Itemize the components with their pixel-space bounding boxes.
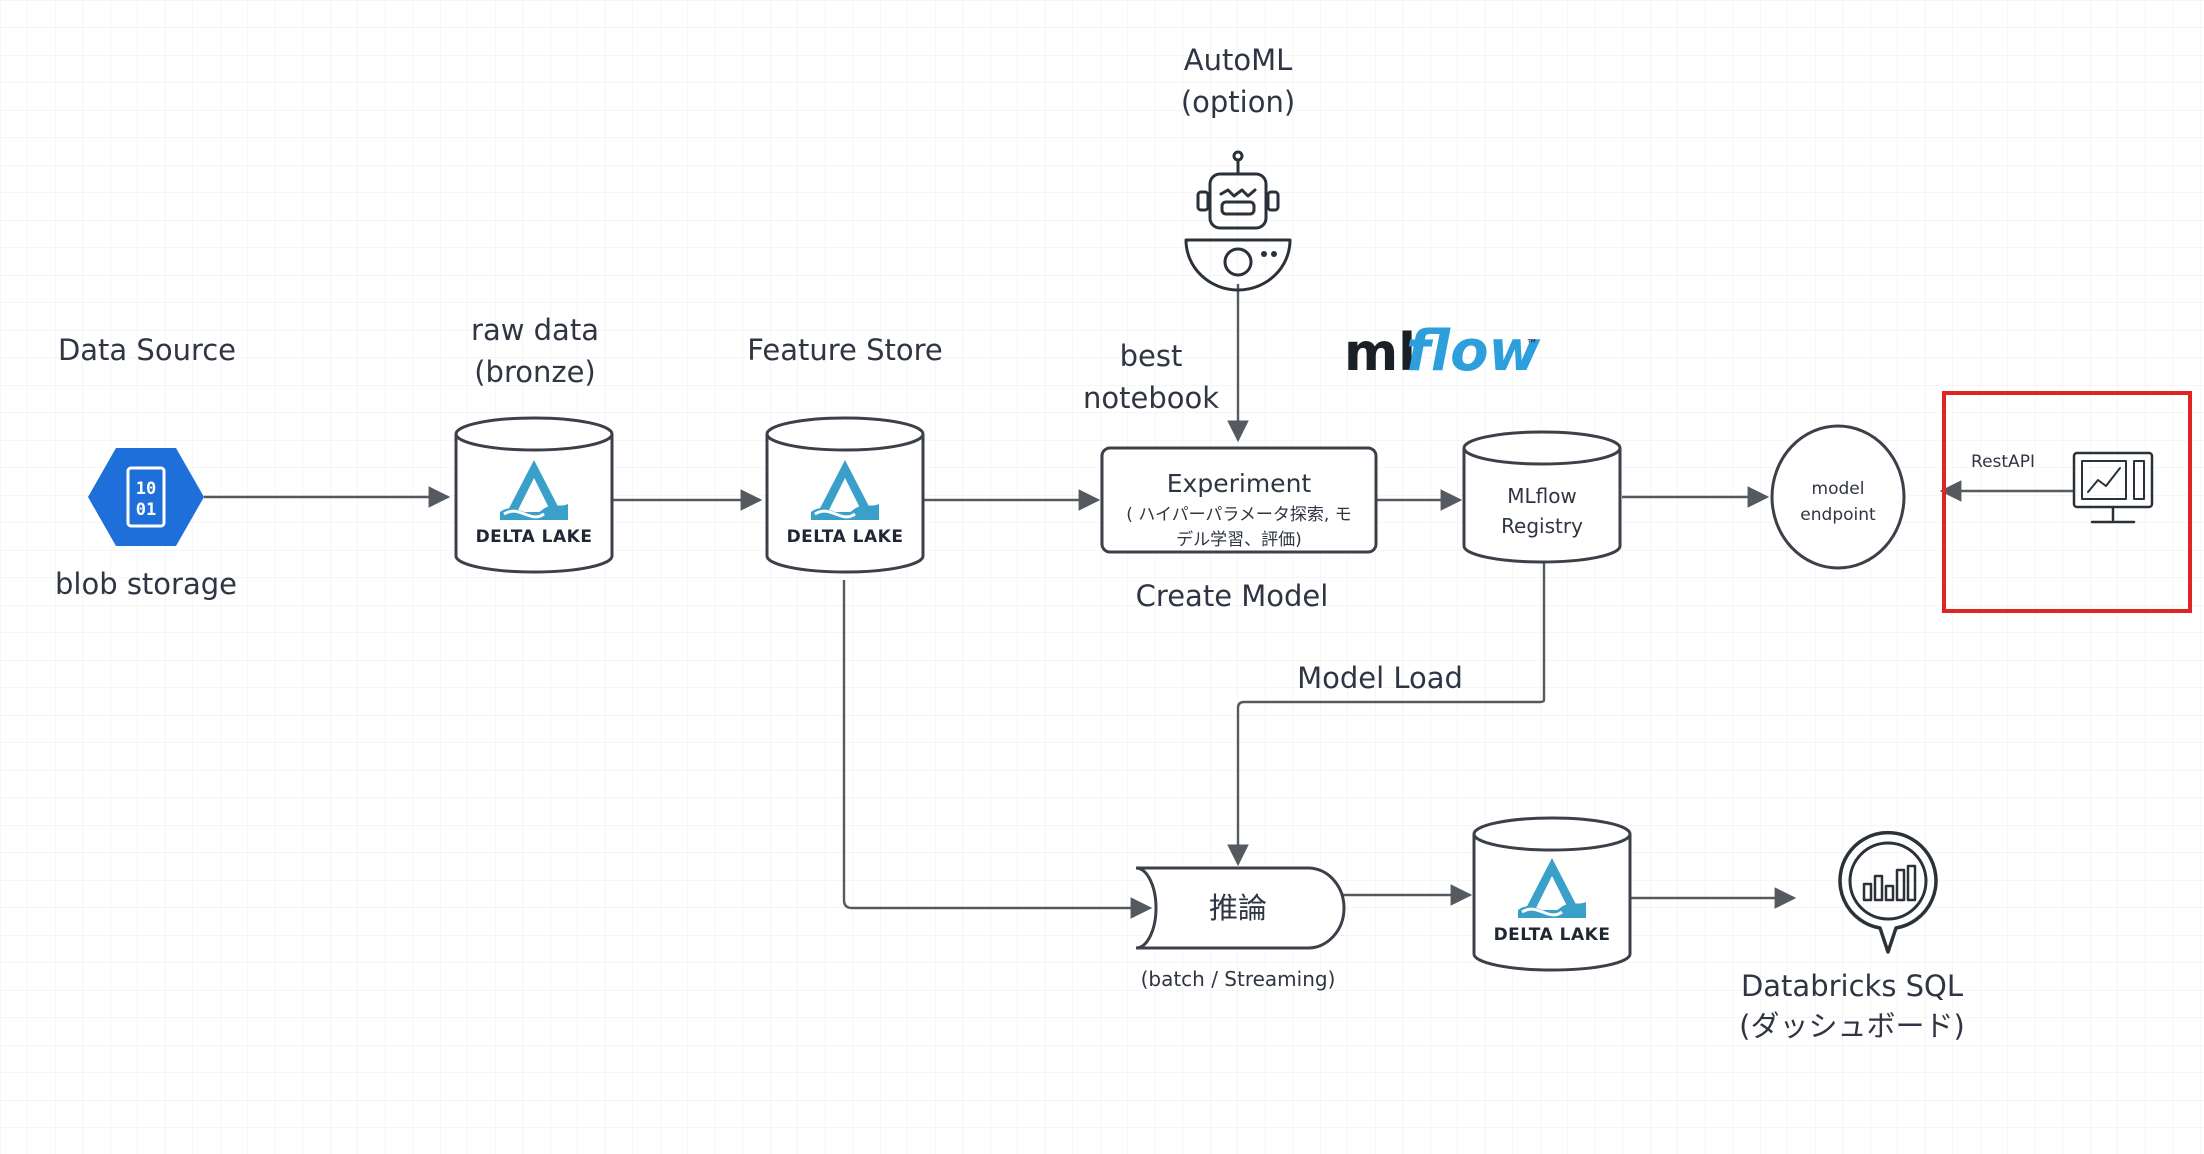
experiment-title: Experiment — [1167, 469, 1312, 498]
experiment-subtitle-1: ( ハイパーパラメータ探索, モ — [1126, 505, 1351, 525]
feature-store-delta-lake-cylinder: DELTA LAKE — [765, 416, 925, 574]
arrow-model-load — [1227, 562, 1546, 867]
mlflow-logo-ml: ml — [1344, 323, 1416, 383]
delta-lake-text: DELTA LAKE — [787, 527, 904, 547]
inference-mode-label: (batch / Streaming) — [1141, 967, 1336, 991]
blob-storage-icon: 10 01 — [88, 448, 204, 546]
model-endpoint-circle: model endpoint — [1770, 424, 1906, 570]
automl-label-2: (option) — [1181, 85, 1295, 119]
connectors — [204, 284, 2074, 919]
mlflow-registry-label-2: Registry — [1501, 514, 1583, 538]
databricks-sql-label-2: (ダッシュボード) — [1739, 1009, 1965, 1043]
inference-shape: 推論 — [1135, 866, 1346, 950]
blob-storage-label: blob storage — [55, 567, 237, 601]
best-notebook-label-2: notebook — [1083, 381, 1219, 415]
data-source-label: Data Source — [58, 333, 236, 367]
model-load-label: Model Load — [1297, 661, 1463, 695]
raw-data-label-2: (bronze) — [474, 355, 596, 389]
automl-label-1: AutoML — [1184, 43, 1293, 77]
experiment-subtitle-2: デル学習、評価) — [1176, 529, 1302, 550]
mlflow-logo-tm: ™ — [1526, 337, 1538, 351]
delta-lake-text: DELTA LAKE — [1494, 925, 1611, 945]
create-model-label: Create Model — [1136, 579, 1329, 613]
monitor-chart-icon — [2072, 451, 2154, 524]
restapi-highlight-box — [1942, 391, 2192, 613]
databricks-sql-label-1: Databricks SQL — [1741, 969, 1963, 1003]
mlflow-registry-cylinder: MLflow Registry — [1462, 430, 1622, 564]
model-endpoint-label-1: model — [1812, 479, 1865, 499]
model-endpoint-label-2: endpoint — [1800, 505, 1876, 525]
raw-data-label-1: raw data — [471, 313, 599, 347]
delta-lake-text: DELTA LAKE — [476, 527, 593, 547]
mlflow-logo-flow: flow — [1406, 319, 1541, 384]
mlflow-logo: ml flow ™ — [1344, 319, 1541, 384]
output-delta-lake-cylinder: DELTA LAKE — [1472, 816, 1632, 972]
blob-icon-digits-1: 10 — [136, 479, 156, 499]
arrow-feature-to-inference — [842, 580, 1153, 919]
restapi-label: RestAPI — [1971, 452, 2035, 472]
inference-label: 推論 — [1209, 891, 1267, 925]
blob-icon-digits-2: 01 — [136, 500, 156, 520]
best-notebook-label-1: best — [1120, 339, 1183, 373]
experiment-box: Experiment ( ハイパーパラメータ探索, モ デル学習、評価) — [1100, 446, 1378, 554]
mlflow-registry-label-1: MLflow — [1507, 484, 1577, 508]
raw-data-delta-lake-cylinder: DELTA LAKE — [454, 416, 614, 574]
feature-store-label: Feature Store — [747, 333, 942, 367]
robot-icon — [1184, 150, 1292, 292]
databricks-sql-dashboard-icon — [1838, 830, 1938, 954]
